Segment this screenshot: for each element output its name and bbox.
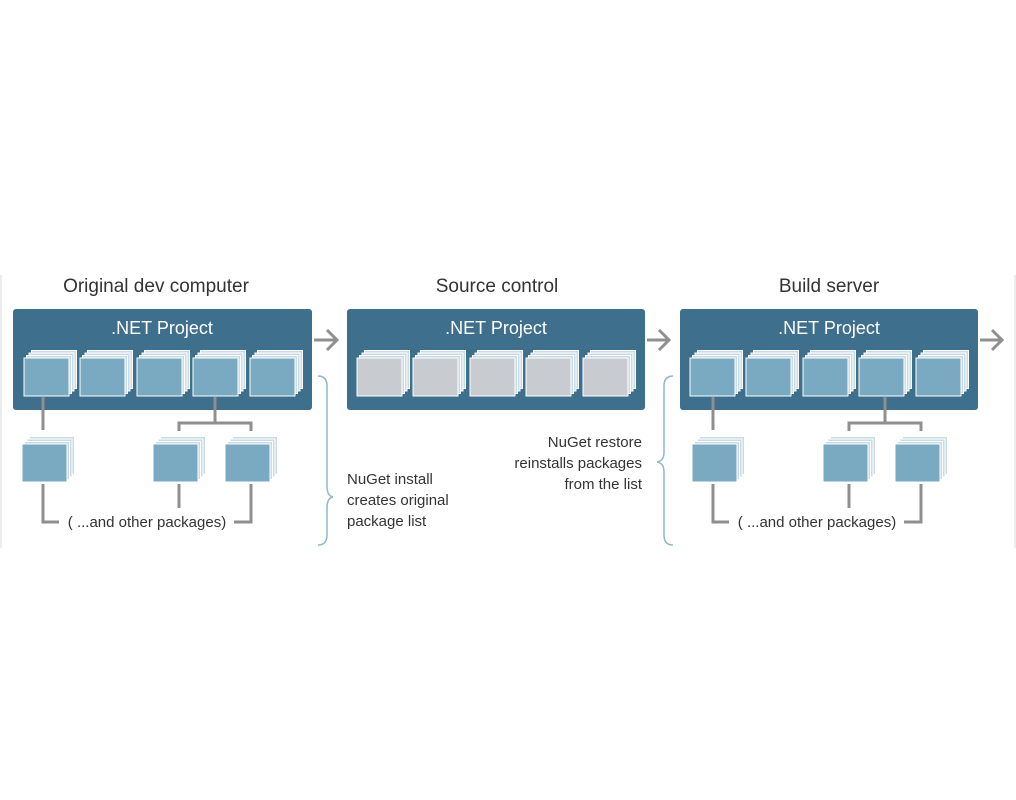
dependency-package-icon xyxy=(152,436,206,483)
package-icon xyxy=(745,350,799,397)
package-icon xyxy=(689,350,743,397)
build-project-packages xyxy=(689,350,969,397)
dependency-package-icon xyxy=(691,436,745,483)
install-note: NuGet install creates original package l… xyxy=(347,471,449,530)
install-note-line-2: creates original xyxy=(347,492,449,509)
other-packages-bracket xyxy=(711,484,729,524)
install-note-line-3: package list xyxy=(347,513,427,530)
build-other-packages-label: ( ...and other packages) xyxy=(738,514,896,531)
other-packages-bracket xyxy=(904,484,923,524)
dev-project-box: .NET Project xyxy=(13,309,312,410)
install-note-line-1: NuGet install xyxy=(347,471,433,488)
source-project-label: .NET Project xyxy=(445,318,547,338)
build-project-box: .NET Project xyxy=(680,309,978,410)
build-dependency-tree xyxy=(691,397,948,524)
restore-brace xyxy=(656,375,674,546)
package-icon xyxy=(525,350,579,397)
package-icon xyxy=(469,350,523,397)
arrow-build-out xyxy=(980,328,1005,352)
package-icon xyxy=(802,350,856,397)
restore-note-line-2: reinstalls packages xyxy=(514,455,642,472)
build-project-label: .NET Project xyxy=(778,318,880,338)
dependency-package-icon xyxy=(822,436,876,483)
dev-computer-title: Original dev computer xyxy=(63,276,250,297)
package-icon xyxy=(136,350,190,397)
package-icon xyxy=(79,350,133,397)
source-project-packages xyxy=(356,350,636,397)
install-brace xyxy=(317,375,334,546)
dev-other-packages-label: ( ...and other packages) xyxy=(68,514,226,531)
arrow-source-to-build xyxy=(647,328,672,352)
package-icon xyxy=(412,350,466,397)
package-icon xyxy=(858,350,912,397)
restore-note: NuGet restore reinstalls packages from t… xyxy=(514,434,642,493)
dev-project-packages xyxy=(23,350,303,397)
source-project-box: .NET Project xyxy=(347,309,645,410)
arrow-dev-to-source xyxy=(314,328,340,352)
dependency-package-icon xyxy=(224,436,278,483)
dev-project-label: .NET Project xyxy=(111,318,213,338)
restore-note-line-3: from the list xyxy=(564,476,642,493)
package-icon xyxy=(23,350,77,397)
other-packages-bracket xyxy=(41,484,59,524)
package-icon xyxy=(356,350,410,397)
dev-dependency-tree xyxy=(21,397,278,524)
package-icon xyxy=(249,350,303,397)
package-icon xyxy=(915,350,969,397)
restore-note-line-1: NuGet restore xyxy=(548,434,642,451)
source-control-title: Source control xyxy=(436,276,559,297)
package-icon xyxy=(192,350,246,397)
dependency-package-icon xyxy=(21,436,75,483)
package-icon xyxy=(582,350,636,397)
dependency-package-icon xyxy=(894,436,948,483)
other-packages-bracket xyxy=(234,484,253,524)
build-server-title: Build server xyxy=(779,276,880,297)
